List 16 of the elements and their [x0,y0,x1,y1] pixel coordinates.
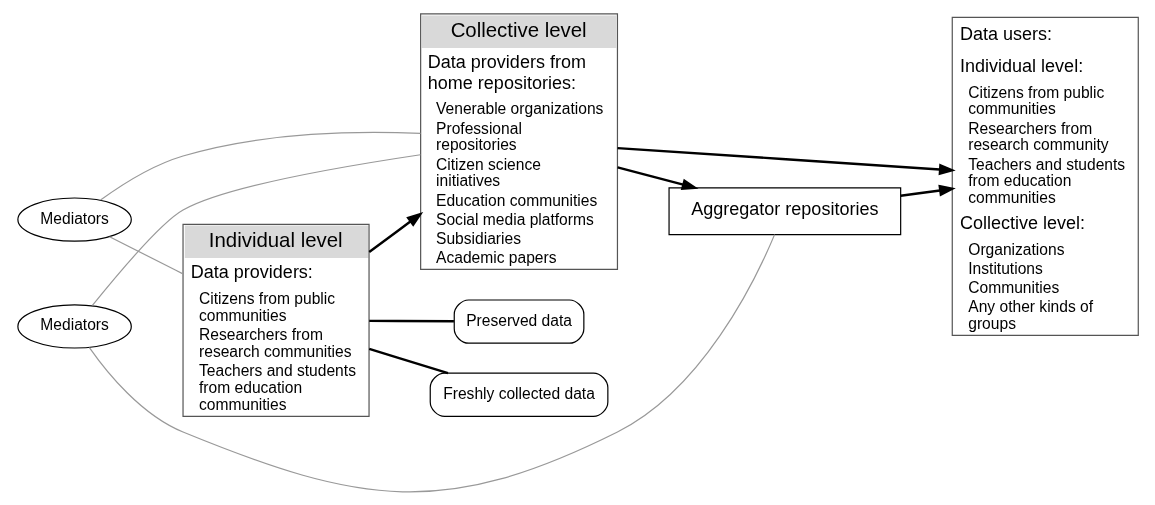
arrow [616,146,956,175]
node-box: Preserved data [453,298,584,344]
node-ellipse: Mediators [16,303,132,349]
connector [91,153,421,306]
arrow [616,165,698,190]
node-box: Aggregator repositories [667,186,901,235]
connector [99,131,421,201]
arrow [900,184,956,197]
node-ellipse: Mediators [16,196,132,242]
connector [88,233,775,492]
arrow [368,211,423,253]
node-box: Data users: Individual level: Citizens from public communities Researchers from research community Teachers and students from education communities Collective level: Organizations Institutions Communities Any other kinds of groups [951,16,1139,336]
connector [108,235,184,274]
connector [368,347,448,374]
connector [368,319,454,322]
node-box: Freshly collected data [429,372,608,417]
